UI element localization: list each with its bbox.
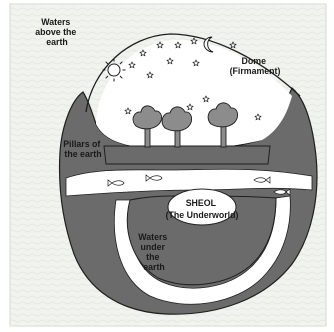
label-pillars: Pillars of the earth [63,139,103,159]
earth-surface [104,146,270,164]
